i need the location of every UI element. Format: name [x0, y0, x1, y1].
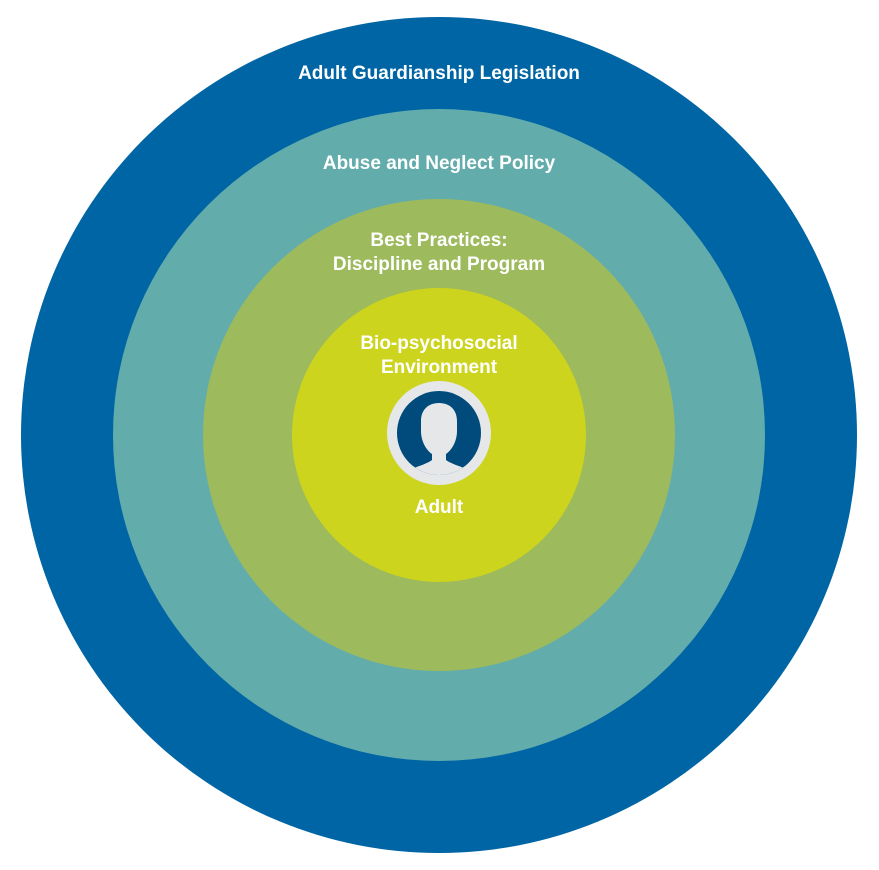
person-silhouette-icon: [397, 403, 481, 475]
label-bio-psychosocial-line1: Bio-psychosocial: [360, 333, 517, 354]
label-bio-psychosocial-line2: Environment: [381, 357, 498, 378]
label-best-practices-line2: Discipline and Program: [333, 254, 545, 275]
label-best-practices-line1: Best Practices:: [370, 230, 507, 251]
person-avatar-icon: [387, 381, 491, 485]
center-label-adult: Adult: [415, 497, 464, 518]
label-abuse-and-neglect-policy: Abuse and Neglect Policy: [323, 153, 556, 174]
label-adult-guardianship-legislation: Adult Guardianship Legislation: [298, 63, 580, 84]
